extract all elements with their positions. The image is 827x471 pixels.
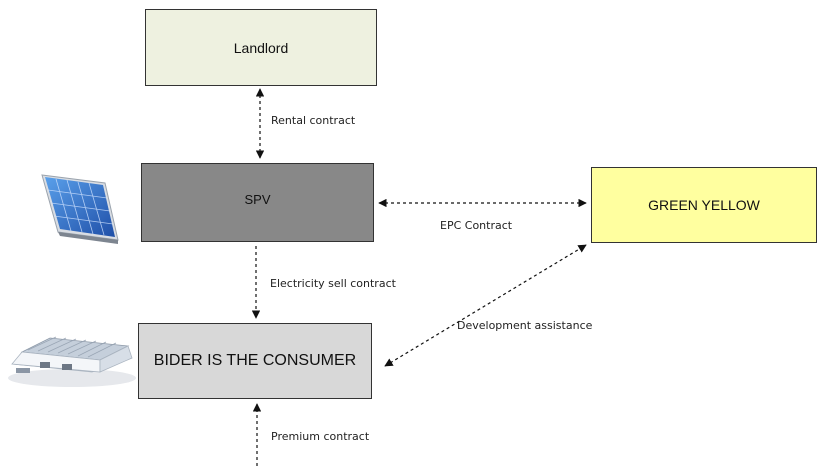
- development-assistance-label: Development assistance: [457, 319, 593, 332]
- consumer-label: BIDER IS THE CONSUMER: [153, 352, 357, 369]
- epc-contract-label: EPC Contract: [440, 219, 513, 232]
- consumer-node: BIDER IS THE CONSUMER: [138, 323, 372, 399]
- spv-label: SPV: [244, 192, 271, 207]
- development-assistance-arrow: [384, 244, 587, 367]
- green-yellow-label: GREEN YELLOW: [648, 197, 760, 213]
- electricity-sell-contract-label: Electricity sell contract: [270, 277, 396, 290]
- landlord-node: Landlord: [145, 9, 377, 86]
- spv-node: SPV: [141, 163, 374, 242]
- landlord-label: Landlord: [233, 39, 289, 56]
- rental-contract-label: Rental contract: [271, 114, 356, 127]
- green-yellow-node: GREEN YELLOW: [591, 167, 817, 243]
- premium-contract-label: Premium contract: [271, 430, 370, 443]
